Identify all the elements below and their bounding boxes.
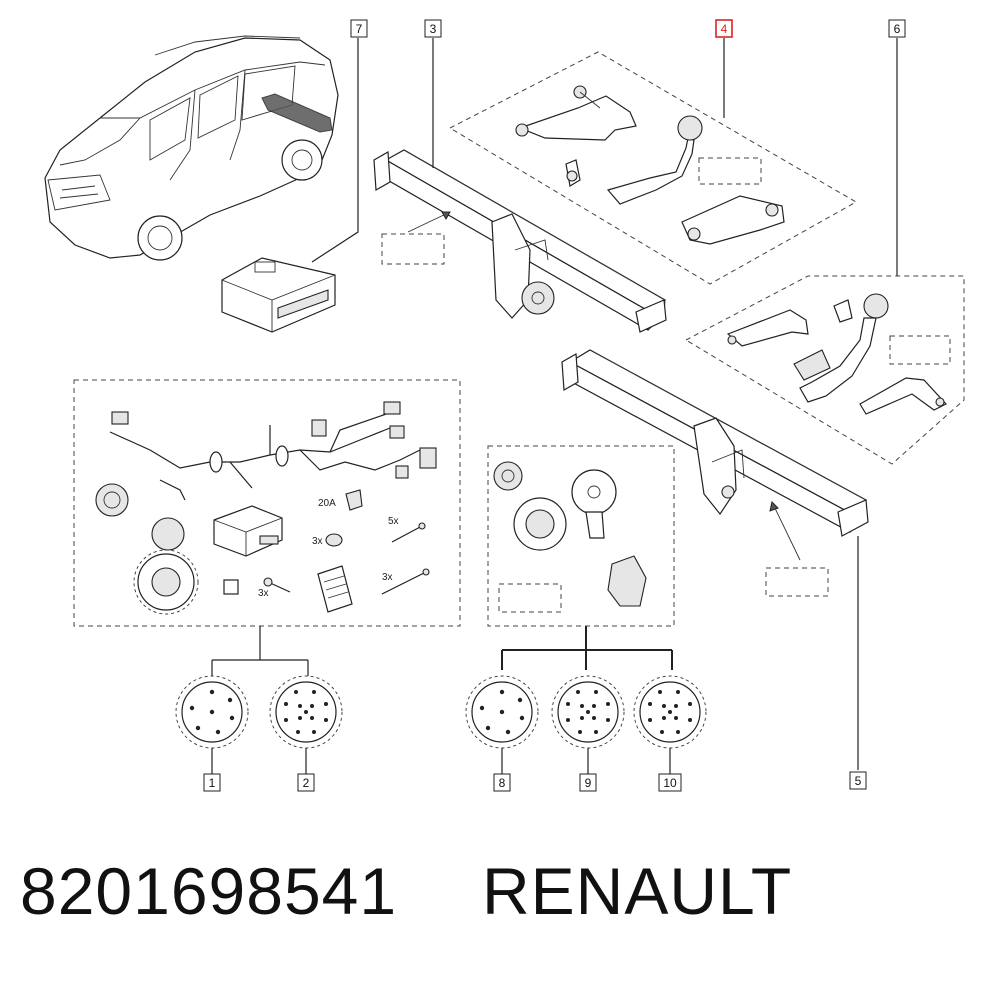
callout-10[interactable]: 10 bbox=[658, 773, 682, 792]
bracket-8-9-10 bbox=[501, 626, 673, 670]
brand-name: RENAULT bbox=[482, 854, 793, 928]
callout-6-label: 6 bbox=[894, 22, 901, 36]
tie2-qty-label: 3x bbox=[382, 572, 393, 583]
callout-1[interactable]: 1 bbox=[203, 773, 221, 792]
arrow-5 bbox=[771, 501, 801, 561]
tie-qty-label: 5x bbox=[388, 516, 399, 527]
socket-face-2 bbox=[269, 675, 343, 749]
callout-4-label: 4 bbox=[721, 22, 728, 36]
detachable-ball-kit-6 bbox=[684, 275, 965, 465]
callout-10-label: 10 bbox=[663, 776, 677, 790]
callout-4-highlighted[interactable]: 4 bbox=[715, 19, 733, 38]
callout-3-label: 3 bbox=[430, 22, 437, 36]
callout-9-label: 9 bbox=[585, 776, 592, 790]
socket-kit bbox=[487, 445, 675, 627]
leader-line-7 bbox=[311, 38, 359, 263]
callout-9[interactable]: 9 bbox=[579, 773, 597, 792]
socket-face-1 bbox=[175, 675, 249, 749]
callout-8[interactable]: 8 bbox=[493, 773, 511, 792]
bracket-1-2 bbox=[211, 626, 309, 676]
callout-5[interactable]: 5 bbox=[849, 771, 867, 790]
socket-face-9 bbox=[551, 675, 625, 749]
socket-face-8 bbox=[465, 675, 539, 749]
reference-boxes bbox=[381, 157, 951, 613]
vehicle-illustration bbox=[44, 35, 339, 261]
electrical-module bbox=[221, 257, 336, 333]
callout-7-label: 7 bbox=[356, 22, 363, 36]
nut-qty-label: 3x bbox=[312, 536, 323, 547]
tow-bar-crossmember-5 bbox=[561, 349, 869, 537]
leader-line-sockets bbox=[211, 748, 671, 774]
arrow-3 bbox=[407, 211, 451, 233]
callout-1-label: 1 bbox=[209, 776, 216, 790]
callout-3[interactable]: 3 bbox=[424, 19, 442, 38]
part-number: 8201698541 bbox=[20, 854, 398, 928]
callout-7[interactable]: 7 bbox=[350, 19, 368, 38]
socket-face-10 bbox=[633, 675, 707, 749]
tow-bar-crossmember bbox=[373, 149, 667, 333]
ball-hitch-kit-4 bbox=[448, 51, 858, 285]
callout-5-label: 5 bbox=[855, 774, 862, 788]
callout-2-label: 2 bbox=[303, 776, 310, 790]
callout-2[interactable]: 2 bbox=[297, 773, 315, 792]
fuse-label: 20A bbox=[318, 498, 336, 509]
bolt-qty-label: 3x bbox=[258, 588, 269, 599]
callout-8-label: 8 bbox=[499, 776, 506, 790]
wiring-harness-kit: 20A 5x 3x 3x 3x bbox=[73, 379, 461, 627]
callout-6[interactable]: 6 bbox=[888, 19, 906, 38]
